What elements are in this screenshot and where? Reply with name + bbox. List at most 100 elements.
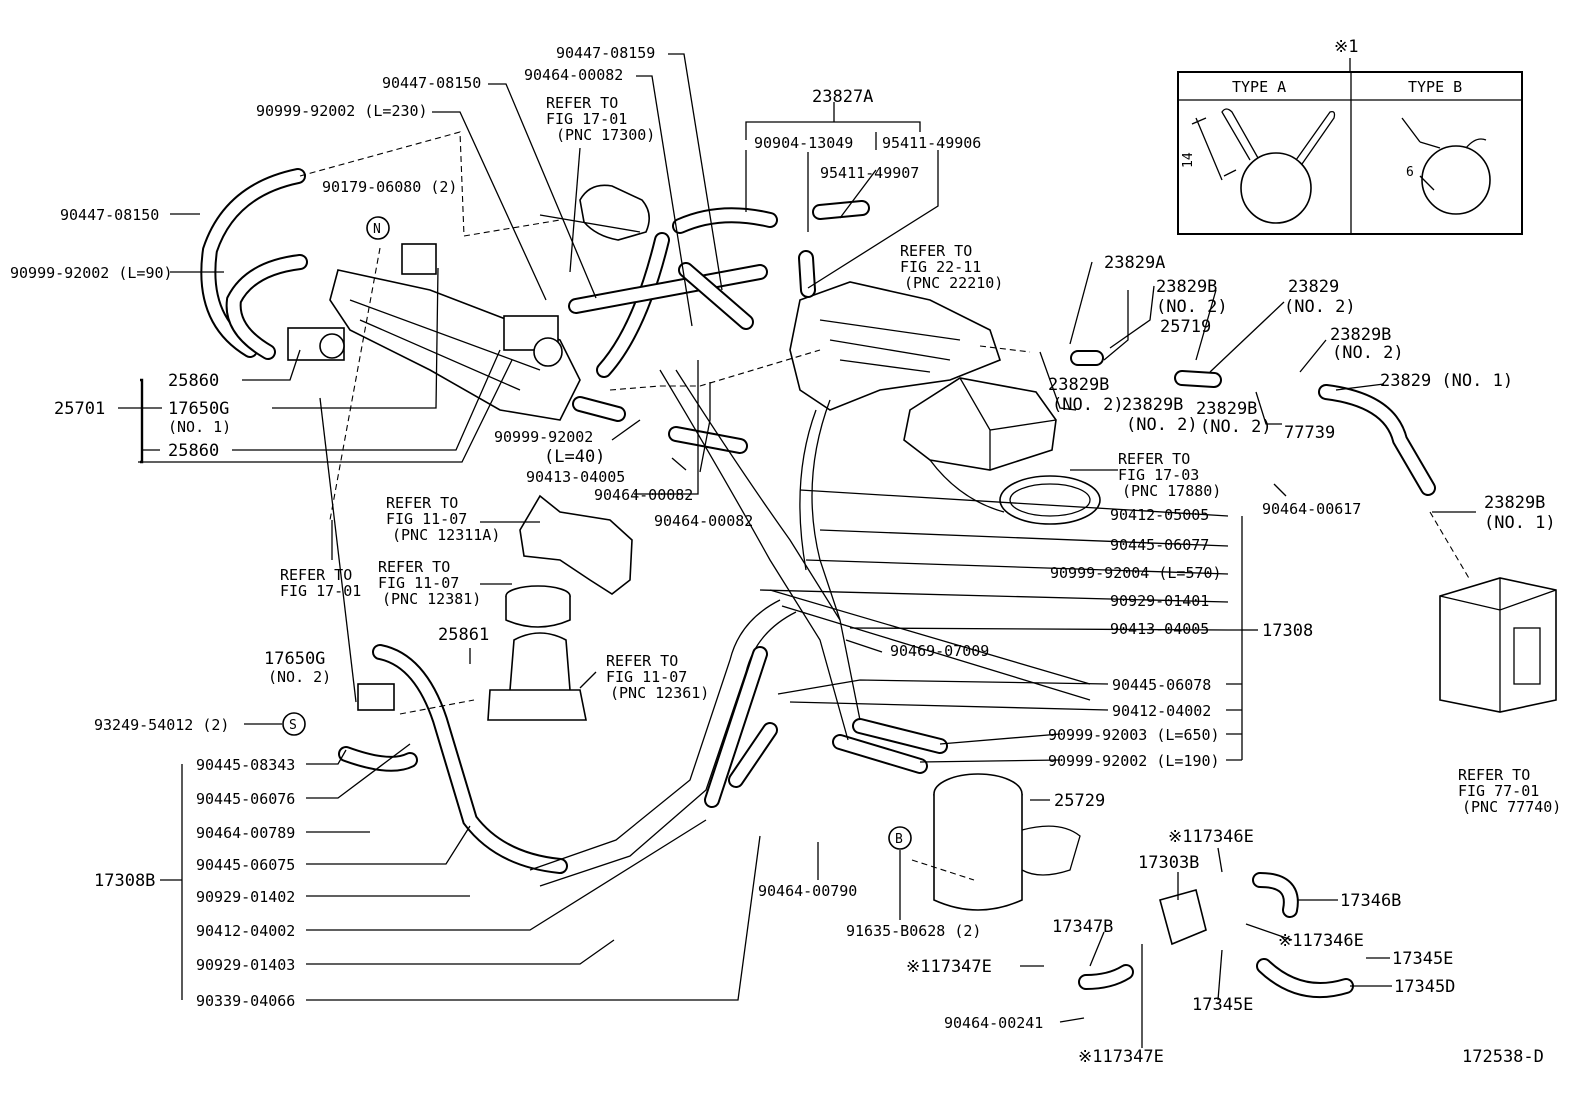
label-17308b: 17308B: [94, 871, 155, 891]
label-25860-b: 25860: [168, 441, 219, 461]
part-labels: 90447-08159 90464-00082 90447-08150 REFE…: [10, 44, 1561, 1067]
leader-lines: [118, 53, 1476, 1048]
circle-markers: N S B: [282, 216, 912, 850]
label-23829b-e-no: (NO. 2): [1200, 417, 1272, 437]
label-refer-12381-line1: REFER TO: [378, 558, 450, 576]
label-90339-04066: 90339-04066: [196, 992, 295, 1010]
label-17650g-no1-no: (NO. 1): [168, 418, 231, 436]
label-23829b-d: 23829B: [1122, 395, 1183, 415]
label-23829a: 23829A: [1104, 253, 1165, 273]
label-90412-04002-r: 90412-04002: [1112, 702, 1211, 720]
label-90464-00789: 90464-00789: [196, 824, 295, 842]
label-90999-92002-l90: 90999-92002 (L=90): [10, 264, 173, 282]
label-17345d: 17345D: [1394, 977, 1455, 997]
label-refer-17-01b-line1: REFER TO: [280, 566, 352, 584]
label-23829b-e: 23829B: [1196, 399, 1257, 419]
label-25701: 25701: [54, 399, 105, 419]
label-23829b-no1: 23829B: [1484, 493, 1545, 513]
label-90447-08150-left: 90447-08150: [60, 206, 159, 224]
label-95411-49907: 95411-49907: [820, 164, 919, 182]
label-23829b-c-no: (NO. 2): [1052, 395, 1124, 415]
label-refer-17-03-line2: FIG 17-03: [1118, 466, 1199, 484]
type-a-header: TYPE A: [1232, 78, 1286, 96]
label-117347e-b: ※117347E: [1078, 1047, 1164, 1067]
label-refer-17-01-line1: REFER TO: [546, 94, 618, 112]
label-90413-04005-a: 90413-04005: [526, 468, 625, 486]
label-90999-92002-l230: 90999-92002 (L=230): [256, 102, 428, 120]
label-refer-12361-line2: FIG 11-07: [606, 668, 687, 686]
label-25860-a: 25860: [168, 371, 219, 391]
marker-b-icon: [888, 826, 912, 850]
label-refer-12381-line2: FIG 11-07: [378, 574, 459, 592]
type-a-dimension: 14: [1181, 152, 1196, 168]
label-90999-92002-l40-len: (L=40): [544, 447, 605, 467]
label-refer-17-01-line2: FIG 17-01: [546, 110, 627, 128]
label-90464-00241: 90464-00241: [944, 1014, 1043, 1032]
label-90445-06075: 90445-06075: [196, 856, 295, 874]
label-90469-07009: 90469-07009: [890, 642, 989, 660]
label-95411-49906: 95411-49906: [882, 134, 981, 152]
type-b-dimension: 6: [1406, 165, 1414, 180]
label-17346b: 17346B: [1340, 891, 1401, 911]
label-90413-04005-b: 90413-04005: [1110, 620, 1209, 638]
label-25729: 25729: [1054, 791, 1105, 811]
label-90929-01403: 90929-01403: [196, 956, 295, 974]
label-23829-a-no: (NO. 2): [1284, 297, 1356, 317]
label-91635-b0628: 91635-B0628 (2): [846, 922, 981, 940]
label-90999-92003: 90999-92003 (L=650): [1048, 726, 1220, 744]
marker-n-icon: [366, 216, 390, 240]
label-77739: 77739: [1284, 423, 1335, 443]
label-90904-13049: 90904-13049: [754, 134, 853, 152]
label-90999-92002-l40: 90999-92002: [494, 428, 593, 446]
label-23829b-d-no: (NO. 2): [1126, 415, 1198, 435]
label-refer-17-03-line3: (PNC 17880): [1122, 482, 1221, 500]
label-23829b-b: 23829B: [1330, 325, 1391, 345]
label-refer-12381-line3: (PNC 12381): [382, 590, 481, 608]
label-90464-00082-c: 90464-00082: [654, 512, 753, 530]
label-90464-00082-b: 90464-00082: [594, 486, 693, 504]
label-23829b-no1-no: (NO. 1): [1484, 513, 1556, 533]
label-refer-22-11-line2: FIG 22-11: [900, 258, 981, 276]
label-17303b: 17303B: [1138, 853, 1199, 873]
label-refer-17-01-line3: (PNC 17300): [556, 126, 655, 144]
label-17345e-b: 17345E: [1192, 995, 1253, 1015]
label-90999-92004: 90999-92004 (L=570): [1050, 564, 1222, 582]
label-refer-12311-line1: REFER TO: [386, 494, 458, 512]
label-23827a: 23827A: [812, 87, 873, 107]
label-25719: 25719: [1160, 317, 1211, 337]
label-90445-08343: 90445-08343: [196, 756, 295, 774]
type-b-header: TYPE B: [1408, 78, 1462, 96]
label-90179-06080: 90179-06080 (2): [322, 178, 457, 196]
label-90464-00617: 90464-00617: [1262, 500, 1361, 518]
label-90999-92002-l190: 90999-92002 (L=190): [1048, 752, 1220, 770]
label-23829b-c: 23829B: [1048, 375, 1109, 395]
label-90445-06076: 90445-06076: [196, 790, 295, 808]
label-90447-08159: 90447-08159: [556, 44, 655, 62]
label-90464-00082-top: 90464-00082: [524, 66, 623, 84]
label-refer-77-01-line2: FIG 77-01: [1458, 782, 1539, 800]
label-17347b: 17347B: [1052, 917, 1113, 937]
label-refer-12361-line1: REFER TO: [606, 652, 678, 670]
label-refer-22-11-line1: REFER TO: [900, 242, 972, 260]
label-23829-no1: 23829 (NO. 1): [1380, 371, 1513, 391]
label-17650g-no2: 17650G: [264, 649, 325, 669]
label-90464-00790: 90464-00790: [758, 882, 857, 900]
dashed-reference-lines: [299, 131, 1471, 881]
label-117347e-a: ※117347E: [906, 957, 992, 977]
label-90412-05005: 90412-05005: [1110, 506, 1209, 524]
label-refer-12311-line2: FIG 11-07: [386, 510, 467, 528]
label-17650g-no2-no: (NO. 2): [268, 668, 331, 686]
marker-b: B: [895, 832, 903, 847]
marker-n: N: [373, 222, 381, 237]
label-23829b-b-no: (NO. 2): [1332, 343, 1404, 363]
label-90929-01401: 90929-01401: [1110, 592, 1209, 610]
label-90445-06078: 90445-06078: [1112, 676, 1211, 694]
label-23829b-a: 23829B: [1156, 277, 1217, 297]
label-117346e-a: ※117346E: [1168, 827, 1254, 847]
label-refer-17-03-line1: REFER TO: [1118, 450, 1190, 468]
label-25861: 25861: [438, 625, 489, 645]
label-17650g-no1: 17650G: [168, 399, 229, 419]
label-90447-08150-top: 90447-08150: [382, 74, 481, 92]
label-117346e-b: ※117346E: [1278, 931, 1364, 951]
label-refer-77-01-line3: (PNC 77740): [1462, 798, 1561, 816]
